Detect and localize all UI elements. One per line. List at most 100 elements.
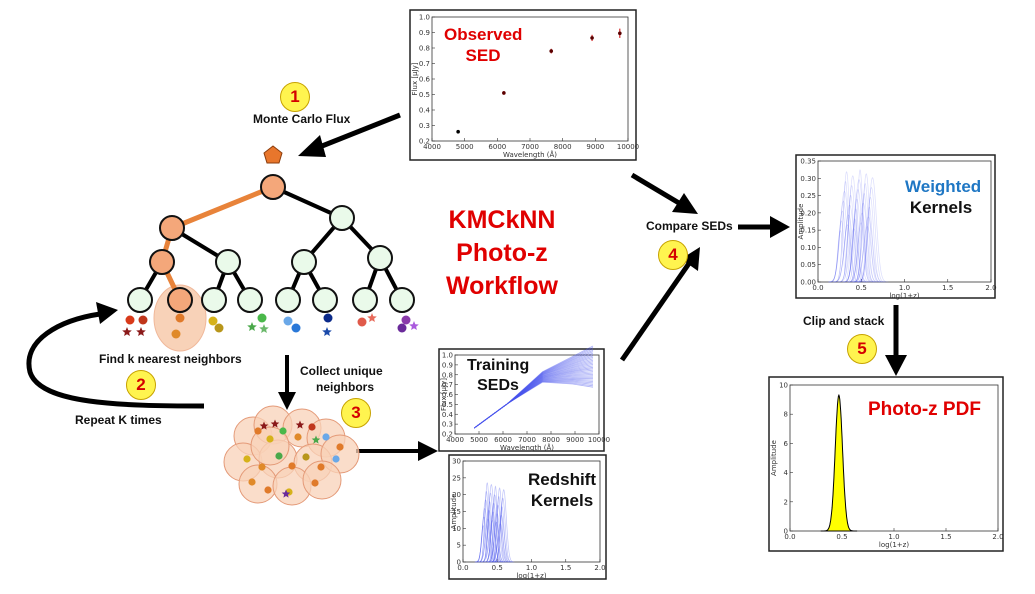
kernel-curve <box>488 485 503 563</box>
y-tick-label: 0.7 <box>442 381 453 389</box>
y-tick-label: 0.3 <box>419 122 430 130</box>
y-tick-label: 0.8 <box>419 45 430 53</box>
kernel-curve <box>484 511 502 563</box>
y-tick-label: 0.15 <box>800 227 816 235</box>
tree-node <box>352 287 378 313</box>
y-tick-label: 1.0 <box>419 14 430 22</box>
neighbor-star <box>136 327 146 336</box>
x-tick-label: 1.0 <box>526 564 537 572</box>
tree-node <box>312 287 338 313</box>
training-sed-line <box>473 374 594 429</box>
kernel-curve <box>853 192 875 283</box>
kernel-curve <box>493 489 515 563</box>
step-badge-2: 2 <box>126 370 156 400</box>
x-tick-label: 4000 <box>423 143 441 151</box>
y-tick-label: 0.2 <box>419 138 430 146</box>
cluster-member-dot <box>294 433 302 441</box>
y-tick-label: 0 <box>457 559 461 567</box>
x-tick-label: 0.0 <box>457 564 468 572</box>
y-tick-label: 0.25 <box>800 192 816 200</box>
kernel-curve <box>852 226 883 283</box>
cluster-member-dot <box>248 478 256 486</box>
cluster-member-dot <box>302 453 310 461</box>
x-tick-label: 9000 <box>586 143 604 151</box>
tree-path-edge <box>171 184 274 231</box>
kernel-curve <box>842 188 874 283</box>
training-sed-line <box>473 361 594 429</box>
kernel-curve <box>837 175 868 283</box>
x-axis-label: Wavelength (Å) <box>500 443 554 452</box>
y-tick-label: 0.6 <box>419 76 431 84</box>
neighbor-star <box>322 327 332 336</box>
tree-node <box>237 287 263 313</box>
training-sed-line <box>473 375 594 429</box>
arrowhead-tree-to-cluster <box>278 392 296 410</box>
training-sed-line <box>473 371 594 429</box>
y-tick-label: 0.9 <box>419 29 430 37</box>
tree-node <box>291 249 317 275</box>
kernel-curve <box>829 230 851 283</box>
y-tick-label: 1.0 <box>442 352 453 360</box>
x-tick-label: 0.0 <box>812 284 823 292</box>
step-badge-5: 5 <box>847 334 877 364</box>
pdf-title-line: Photo-z PDF <box>868 399 981 420</box>
y-tick-label: 0.35 <box>800 158 816 166</box>
x-tick-label: 8000 <box>542 436 560 444</box>
y-tick-label: 5 <box>457 542 461 550</box>
kernel-curve <box>491 495 507 563</box>
x-tick-label: 0.0 <box>784 533 795 541</box>
y-tick-label: 8 <box>784 411 788 419</box>
x-tick-label: 1.5 <box>560 564 571 572</box>
kernel-curve <box>829 210 856 283</box>
tree-node <box>275 287 301 313</box>
y-axis-label: Amplitude <box>797 204 805 240</box>
step-label-repeat: Repeat K times <box>75 413 162 427</box>
kernel-curve <box>832 204 867 283</box>
kernel-curve <box>828 190 861 283</box>
x-tick-label: 10000 <box>617 143 639 151</box>
chart-panel-frame <box>448 454 607 580</box>
pdf-panel-title: Photo-z PDF <box>868 399 981 420</box>
kernel-curve <box>829 220 854 283</box>
kernel-curve <box>490 523 511 563</box>
neighbor-dot <box>125 315 135 325</box>
kernel-curve <box>851 216 885 283</box>
cluster-member-dot <box>308 423 316 431</box>
redshift-title-line-1: Redshift <box>528 470 596 489</box>
arrowhead-cluster-to-training <box>418 441 438 461</box>
x-tick-label: 1.5 <box>940 533 951 541</box>
y-tick-label: 25 <box>452 474 461 482</box>
neighbor-dot <box>138 315 148 325</box>
y-tick-label: 0.00 <box>800 279 816 287</box>
x-axis-label: log(1+z) <box>879 541 909 549</box>
training-sed-line <box>473 355 594 429</box>
y-tick-label: 0.7 <box>419 60 430 68</box>
x-tick-label: 9000 <box>566 436 584 444</box>
kernel-curve <box>478 482 497 563</box>
cluster-member-dot <box>275 452 283 460</box>
cluster-member-dot <box>332 455 340 463</box>
title-line-3: Workflow <box>445 272 559 300</box>
kernel-curve <box>475 525 491 563</box>
weighted-title-line-1: Weighted <box>905 177 982 196</box>
training-sed-line <box>473 369 594 429</box>
x-tick-label: 1.0 <box>888 533 899 541</box>
x-tick-label: 0.5 <box>836 533 847 541</box>
pdf-peak-area <box>820 393 858 532</box>
training-sed-line <box>473 381 594 429</box>
training-sed-line <box>473 380 594 429</box>
training-sed-line <box>473 366 594 429</box>
arrowhead-weighted-to-pdf <box>885 355 907 376</box>
neighbor-dot <box>291 323 301 333</box>
y-tick-label: 30 <box>452 458 461 466</box>
kernel-curve <box>493 506 511 563</box>
kernel-curve <box>847 212 877 283</box>
x-tick-label: 5000 <box>456 143 474 151</box>
kernel-curve <box>828 200 859 283</box>
kernel-curve <box>856 177 889 283</box>
tree-node <box>215 249 241 275</box>
training-sed-line <box>473 349 594 429</box>
kernel-curve <box>838 185 865 283</box>
